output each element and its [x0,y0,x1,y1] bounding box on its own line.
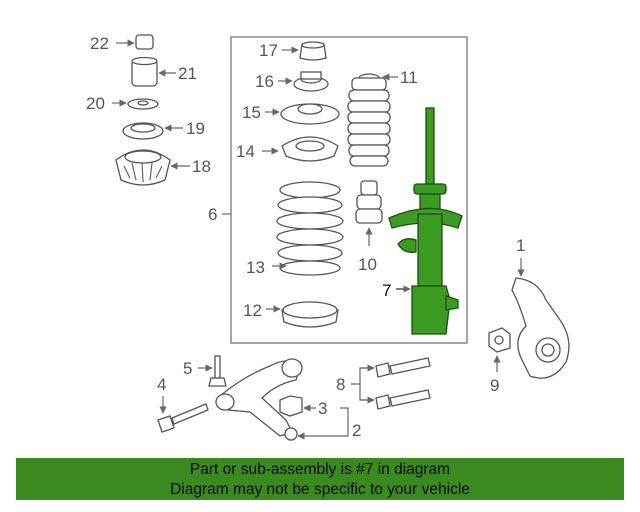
part-7-strut[interactable] [388,107,463,335]
part-22-cap[interactable] [135,34,154,50]
callout-6: 6 [208,205,217,224]
part-19-ring[interactable] [122,122,164,140]
part-4-bolt[interactable] [157,403,209,433]
callout-7: 7 [382,281,391,300]
callout-8: 8 [336,375,345,394]
callout-1: 1 [516,236,525,255]
banner-line-2: Diagram may not be specific to your vehi… [170,481,470,498]
parts-diagram: 22 21 20 19 18 17 16 [86,34,570,441]
callout-11: 11 [400,68,418,87]
callout-18: 18 [192,157,211,176]
part-13-coil-spring[interactable] [276,181,344,276]
part-8-bolts[interactable] [375,357,431,410]
part-11-dust-boot[interactable] [347,73,391,167]
callout-16: 16 [255,72,274,91]
highlight-banner: Part or sub-assembly is #7 in diagram Di… [16,458,624,500]
callout-15: 15 [242,103,261,122]
callout-19: 19 [186,119,205,138]
part-5-bolt[interactable] [208,355,227,387]
part-15-seat[interactable] [280,103,340,125]
part-1-knuckle[interactable] [511,277,570,379]
part-2-lower-control-arm[interactable] [215,358,303,441]
callout-22: 22 [90,34,109,53]
callout-9: 9 [490,376,499,395]
part-14-spring-seat[interactable] [281,136,339,162]
callout-21: 21 [178,64,197,83]
callout-2: 2 [352,421,361,440]
callout-20: 20 [86,94,105,113]
callout-13: 13 [246,258,265,277]
callout-10: 10 [358,255,377,274]
part-9-nut[interactable] [488,327,511,353]
part-12-lower-seat[interactable] [281,301,339,328]
part-20-washer[interactable] [127,98,159,110]
callout-5: 5 [183,359,192,378]
part-17-cap[interactable] [299,41,327,61]
callout-4: 4 [157,375,166,394]
part-21-bushing[interactable] [131,56,158,87]
callout-12: 12 [243,301,262,320]
part-16-mount[interactable] [293,71,329,92]
part-10-bump-stop[interactable] [355,180,383,224]
part-18-mount[interactable] [115,149,171,186]
callout-17: 17 [259,41,278,60]
strut-assembly-box [230,36,468,344]
callout-14: 14 [236,142,255,161]
banner-line-1: Part or sub-assembly is #7 in diagram [189,461,451,478]
part-3-bushing[interactable] [279,395,303,417]
callout-3: 3 [318,399,327,418]
